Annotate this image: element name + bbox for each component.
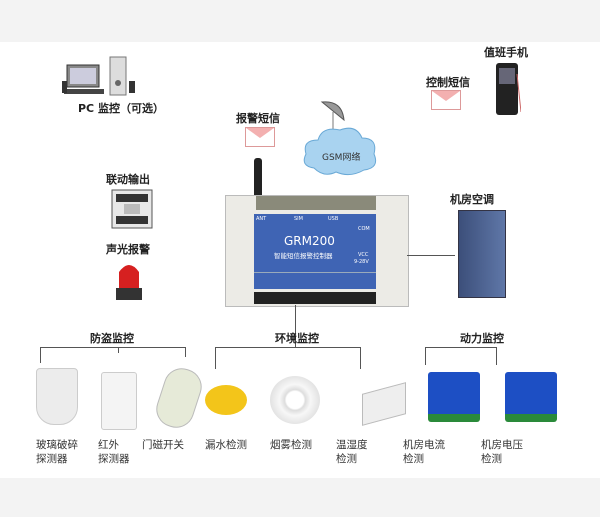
device-label: 红外 探测器 xyxy=(98,439,130,465)
antenna-icon xyxy=(254,158,262,198)
bracket xyxy=(496,347,497,365)
contactor-icon xyxy=(110,186,154,230)
grm200-controller: ANT SIM USB COM GRM200 智能短信报警控制器 VCC 9-2… xyxy=(225,195,409,307)
terminal-strip-bottom xyxy=(254,292,376,304)
bracket xyxy=(425,347,497,348)
glass-break-detector-icon xyxy=(36,368,78,425)
controller-subtitle: 智能短信报警控制器 xyxy=(274,252,333,260)
model-label: GRM200 xyxy=(284,234,335,248)
bracket xyxy=(425,347,426,365)
gsm-network-label: GSM网络 xyxy=(322,153,361,163)
io-panel xyxy=(254,272,376,289)
device-label: 玻璃破碎 探测器 xyxy=(36,439,78,465)
com-label: COM xyxy=(358,226,370,232)
voltage-label: 9-28V xyxy=(354,259,369,265)
temp-humidity-sensor-icon xyxy=(362,382,406,426)
group-title-power: 动力监控 xyxy=(460,332,504,345)
gsm-cloud-icon xyxy=(300,122,380,178)
mobile-phone-icon xyxy=(495,62,522,116)
bracket xyxy=(360,347,361,369)
current-sensor-icon xyxy=(428,372,480,422)
pc-icon xyxy=(62,55,142,97)
connector-line-ac xyxy=(407,255,455,256)
group-title-anti-theft: 防盗监控 xyxy=(90,332,134,345)
pc-monitor-label: PC 监控（可选） xyxy=(78,102,164,115)
control-sms-label: 控制短信 xyxy=(426,76,470,89)
vcc-label: VCC xyxy=(358,252,369,258)
bracket xyxy=(118,347,119,353)
duty-phone-label: 值班手机 xyxy=(484,46,528,59)
bracket xyxy=(215,347,216,369)
ant-label: ANT xyxy=(256,216,267,222)
device-label: 烟雾检测 xyxy=(270,439,312,451)
bracket xyxy=(40,347,186,348)
envelope-icon xyxy=(245,127,275,147)
device-label: 温湿度 检测 xyxy=(336,439,368,465)
server-room-ac-label: 机房空调 xyxy=(450,193,494,206)
device-label: 机房电流 检测 xyxy=(403,439,445,465)
connector-line-down xyxy=(295,305,296,347)
device-label: 漏水检测 xyxy=(205,439,247,451)
device-label: 机房电压 检测 xyxy=(481,439,523,465)
envelope-icon xyxy=(431,90,461,110)
alarm-sms-label: 报警短信 xyxy=(236,112,280,125)
bracket xyxy=(40,347,41,363)
bracket xyxy=(185,347,186,357)
display-panel: ANT SIM USB COM GRM200 智能短信报警控制器 VCC 9-2… xyxy=(254,214,376,272)
smoke-detector-icon xyxy=(270,376,320,424)
usb-label: USB xyxy=(328,216,339,222)
infrared-detector-icon xyxy=(101,372,137,430)
bracket xyxy=(215,347,361,348)
linkage-output-label: 联动输出 xyxy=(106,173,150,186)
sim-label: SIM xyxy=(294,216,303,222)
sound-light-alarm-label: 声光报警 xyxy=(106,243,150,256)
device-label: 门磁开关 xyxy=(142,439,184,451)
water-leak-sensor-icon xyxy=(205,385,247,415)
group-title-environment: 环境监控 xyxy=(275,332,319,345)
alarm-beacon-icon xyxy=(114,258,144,302)
voltage-sensor-icon xyxy=(505,372,557,422)
bottom-band xyxy=(0,478,600,517)
top-band xyxy=(0,0,600,42)
air-conditioner-icon xyxy=(458,210,506,298)
door-magnet-icon xyxy=(151,363,207,433)
terminal-strip-top xyxy=(256,196,376,210)
